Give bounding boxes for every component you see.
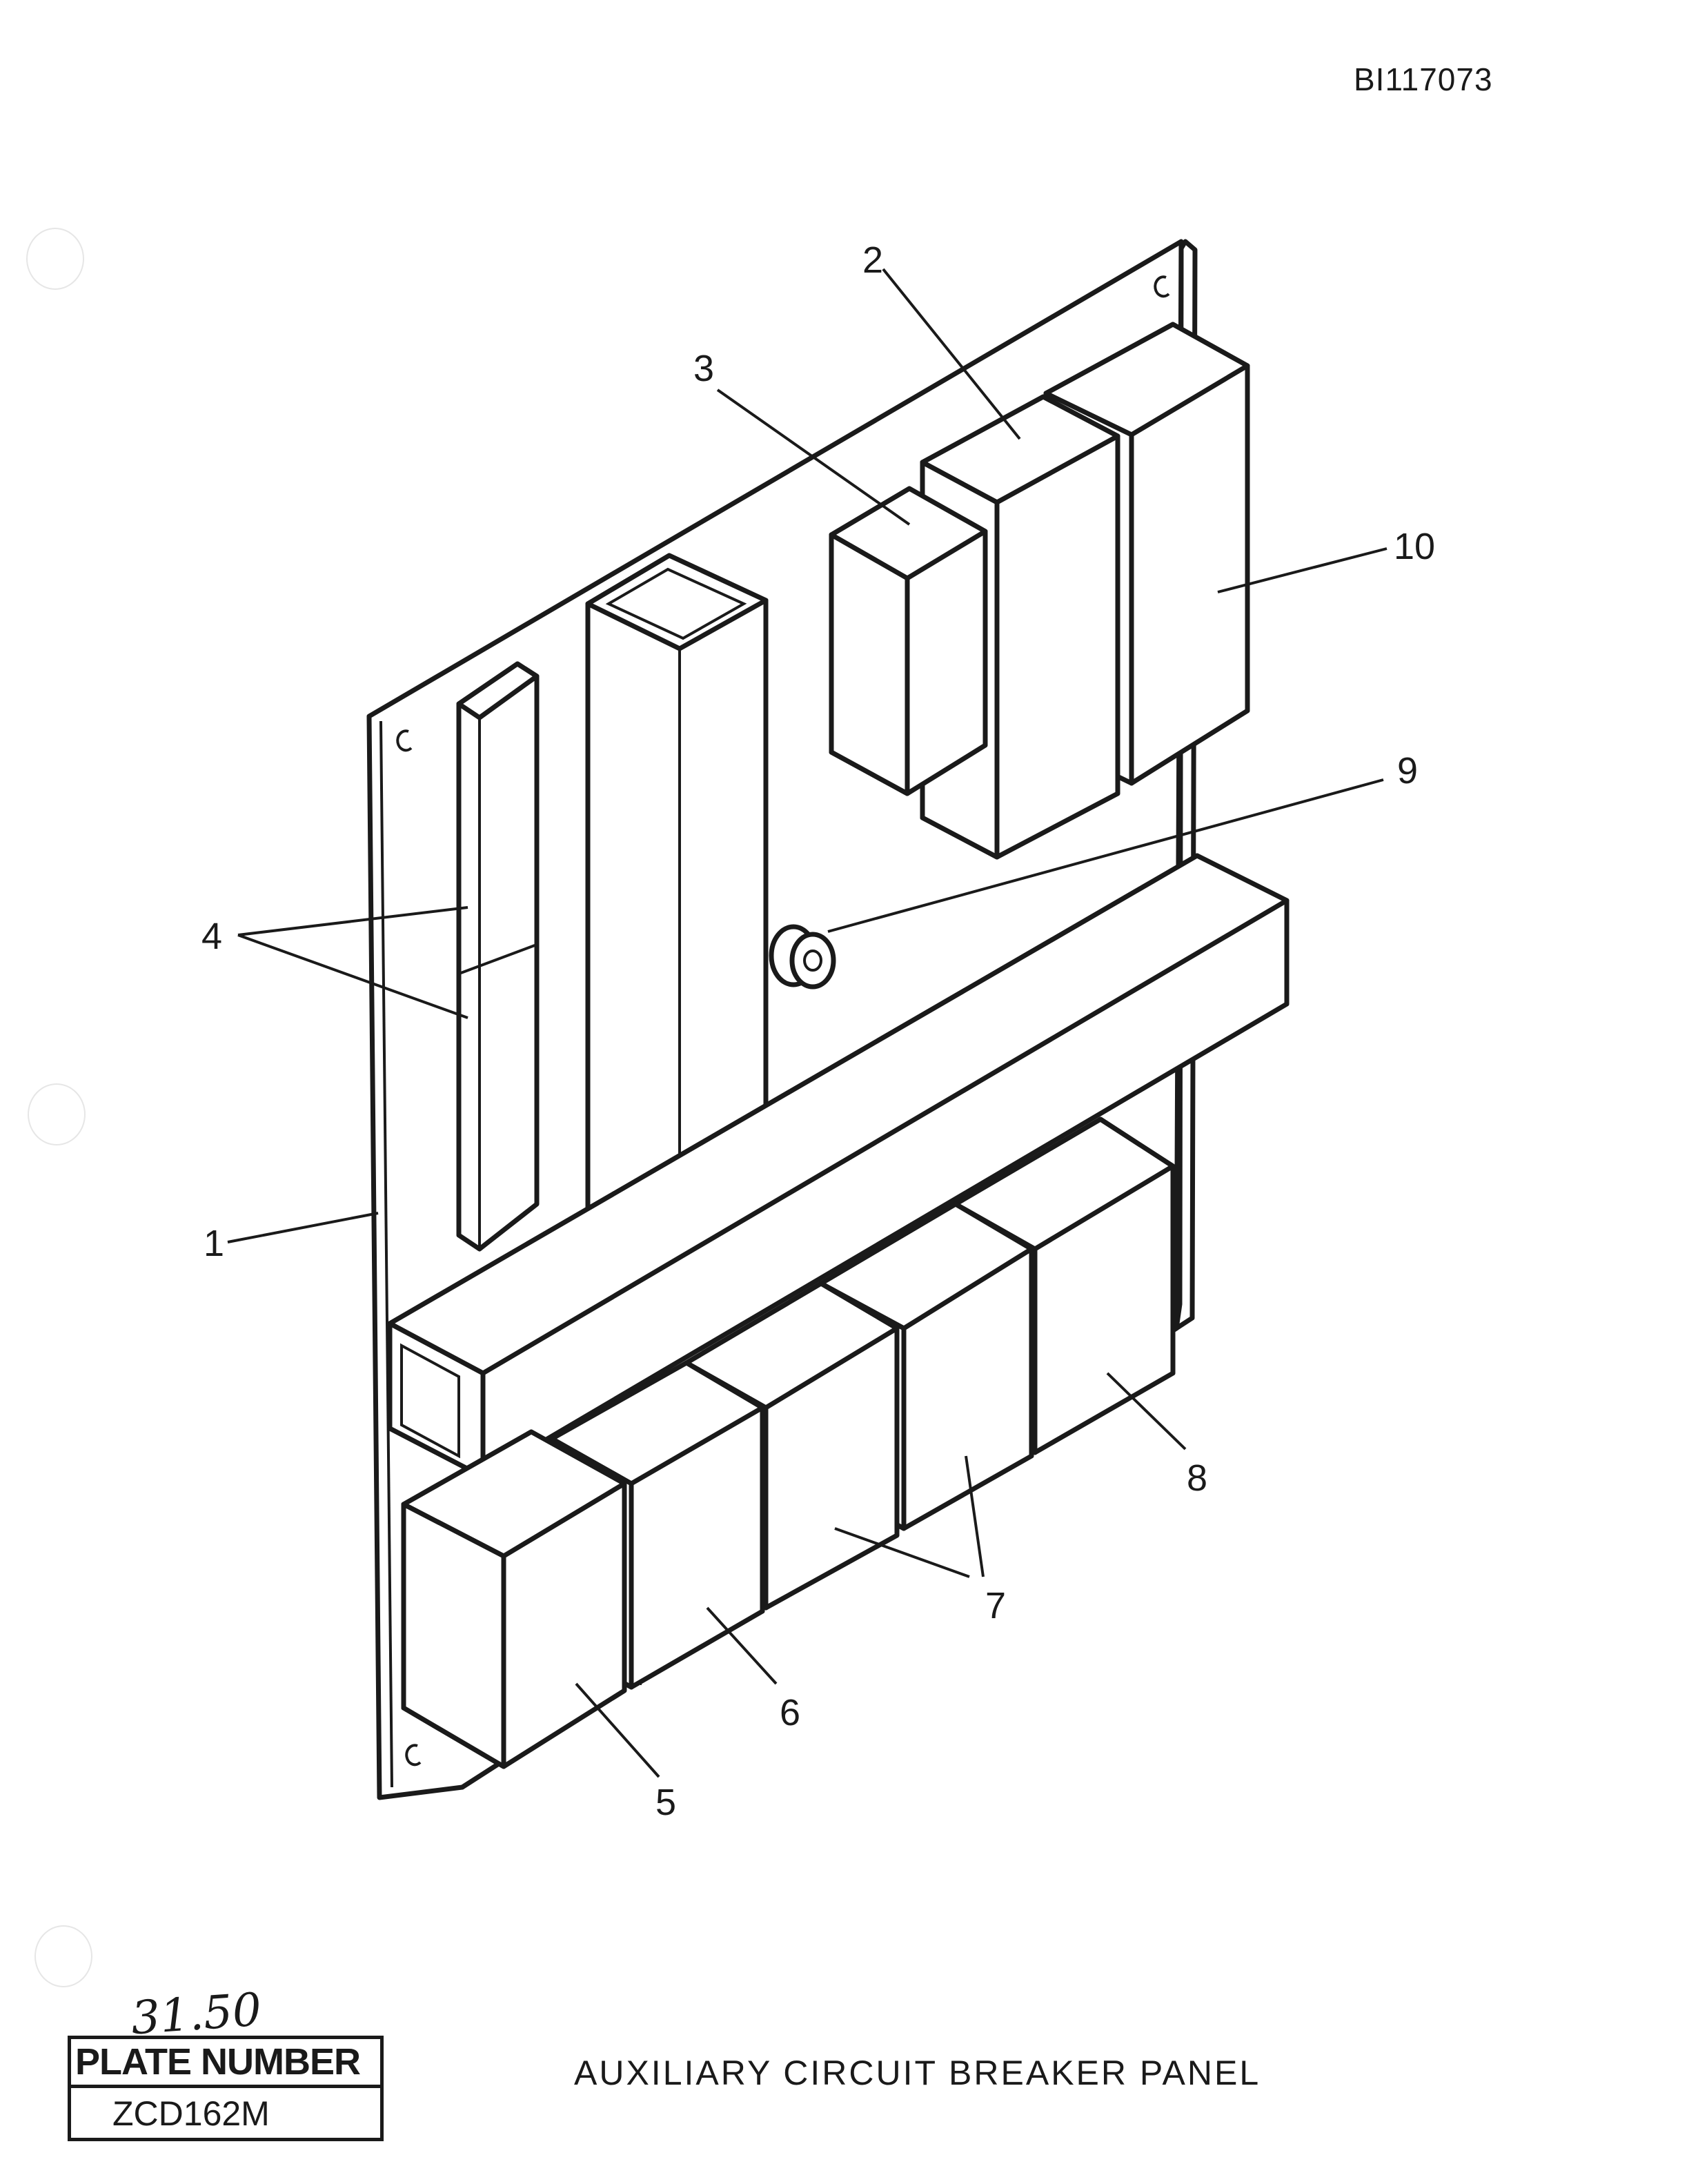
callout-4: 4 [201, 916, 222, 957]
punch-hole-icon [34, 1925, 92, 1987]
callout-10: 10 [1394, 526, 1435, 567]
callout-7: 7 [985, 1585, 1006, 1626]
component-3 [829, 486, 988, 796]
punch-hole-icon [28, 1083, 86, 1145]
callout-6: 6 [780, 1692, 800, 1733]
plate-number-value: ZCD162M [112, 2094, 270, 2133]
callout-5: 5 [655, 1782, 676, 1823]
document-id: BI117073 [1354, 61, 1493, 97]
leader-lines [227, 268, 1387, 1778]
callout-1: 1 [204, 1223, 224, 1264]
component-4 [456, 661, 540, 1252]
horizontal-channel [387, 853, 1290, 1479]
callout-8: 8 [1187, 1457, 1207, 1499]
screw-c-mark-icon [396, 275, 1170, 1767]
component-9 [769, 924, 836, 990]
punch-hole-icon [26, 228, 84, 290]
drawing-title: AUXILIARY CIRCUIT BREAKER PANEL [574, 2054, 1261, 2092]
component-5 [401, 1429, 627, 1769]
callout-9: 9 [1397, 750, 1418, 791]
callout-3: 3 [693, 348, 714, 389]
plate-number-label: PLATE NUMBER [71, 2039, 380, 2088]
plate-number-box: PLATE NUMBER ZCD162M [68, 2036, 384, 2141]
callout-labels: 1 2 3 4 5 6 7 8 9 10 [201, 239, 1435, 1823]
callout-2: 2 [862, 239, 883, 281]
